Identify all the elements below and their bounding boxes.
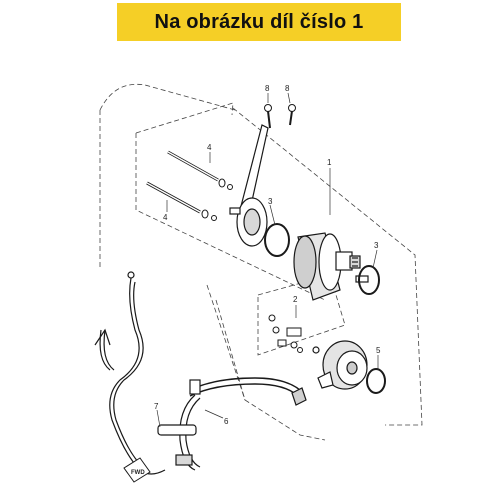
bolt-8-left[interactable] <box>264 104 272 129</box>
callout-6: 6 <box>224 417 229 426</box>
fwd-label: FWD <box>131 470 145 476</box>
rear-cover[interactable] <box>312 340 368 390</box>
title-banner: Na obrázku díl číslo 1 <box>117 3 401 41</box>
callout-7: 7 <box>154 402 159 411</box>
callout-1: 1 <box>327 158 332 167</box>
callout-8-left: 8 <box>265 84 270 93</box>
callout-5: 5 <box>376 346 381 355</box>
callout-8-right: 8 <box>285 84 290 93</box>
callout-2: 2 <box>293 295 298 304</box>
front-cover-bracket[interactable] <box>229 124 269 247</box>
brush-holder-set[interactable] <box>268 314 303 353</box>
bolt-8-right[interactable] <box>288 104 296 126</box>
through-bolt-lower[interactable] <box>146 181 217 221</box>
through-bolt-upper[interactable] <box>167 150 233 190</box>
o-ring-right[interactable] <box>358 265 380 295</box>
title-text: Na obrázku díl číslo 1 <box>154 10 364 33</box>
leader-lines <box>156 92 379 428</box>
callout-3-right: 3 <box>374 241 379 250</box>
starter-motor-yoke[interactable] <box>293 232 369 301</box>
callout-3-left: 3 <box>268 197 273 206</box>
wire-harness[interactable] <box>94 271 301 475</box>
clamp[interactable] <box>157 424 197 466</box>
fwd-arrow: FWD <box>123 457 151 483</box>
callout-4-lower: 4 <box>163 213 168 222</box>
o-ring-rear[interactable] <box>366 368 386 394</box>
lead-wire-connector[interactable] <box>189 379 307 406</box>
callout-4-upper: 4 <box>207 143 212 152</box>
o-ring-left[interactable] <box>264 223 290 257</box>
